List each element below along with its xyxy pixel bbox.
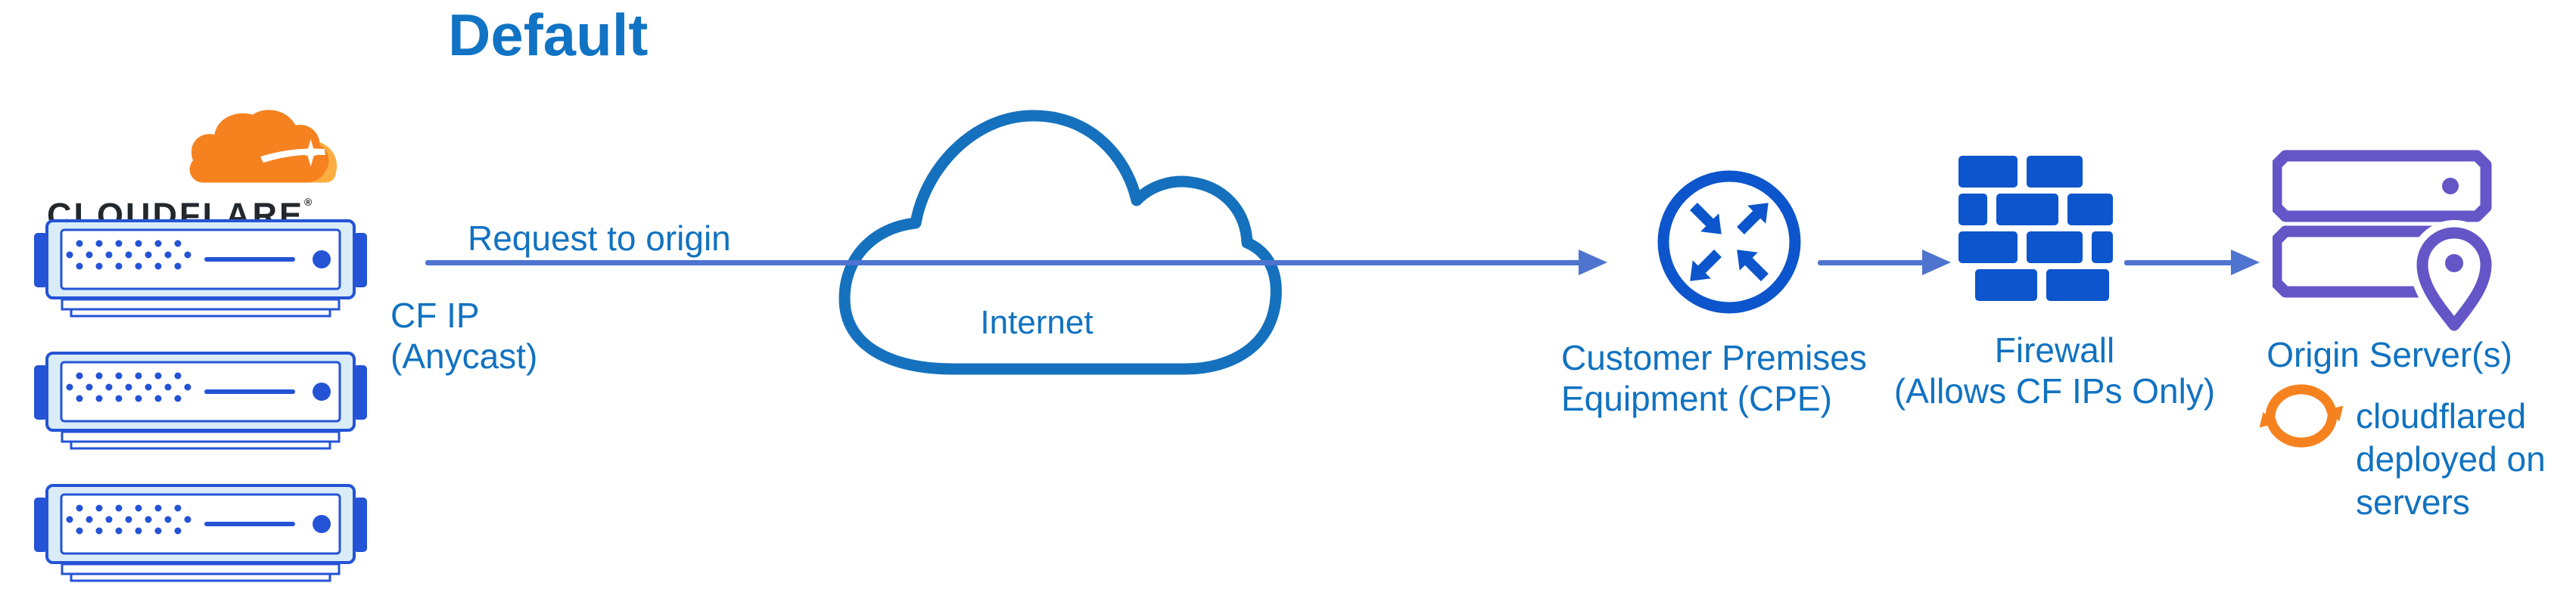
flow-line-firewall-to-origin (2124, 260, 2235, 265)
cf-ip-anycast-label: CF IP (Anycast) (390, 295, 537, 377)
cloudflare-logo-icon (189, 110, 338, 183)
firewall-label: Firewall (Allows CF IPs Only) (1884, 330, 2225, 411)
internet-label: Internet (980, 304, 1094, 341)
cpe-label-line2: Equipment (CPE) (1561, 379, 1832, 418)
flow-arrowhead-origin (2231, 250, 2260, 275)
server-rack-icon (34, 219, 367, 318)
cpe-router-icon (1657, 170, 1801, 314)
cloudflared-label-line3: servers (2356, 482, 2470, 522)
flow-arrowhead-cpe (1579, 250, 1607, 275)
request-to-origin-label: Request to origin (468, 219, 731, 258)
cloudflared-label: cloudflared deployed on servers (2356, 395, 2546, 524)
cloudflared-sync-icon (2259, 384, 2344, 448)
internet-cloud-icon (838, 110, 1282, 375)
server-rack-icon (34, 484, 367, 582)
origin-servers-icon (2273, 150, 2492, 334)
diagram-title: Default (448, 2, 649, 68)
flow-line-cpe-to-firewall (1818, 260, 1925, 265)
cf-ip-label-line1: CF IP (390, 296, 480, 335)
registered-mark: ® (303, 196, 313, 208)
flow-arrowhead-firewall (1922, 250, 1951, 275)
cloudflared-label-line2: deployed on (2356, 439, 2546, 479)
flow-line-cf-to-cpe (425, 260, 1582, 265)
origin-label: Origin Server(s) (2266, 335, 2512, 374)
server-rack-icon (34, 352, 367, 450)
firewall-label-line2: (Allows CF IPs Only) (1893, 371, 2216, 411)
firewall-label-line1: Firewall (1994, 330, 2115, 370)
cpe-label: Customer Premises Equipment (CPE) (1561, 337, 1867, 419)
cloudflared-label-line1: cloudflared (2356, 396, 2527, 436)
firewall-brick-icon (1958, 156, 2113, 301)
cpe-label-line1: Customer Premises (1561, 338, 1867, 377)
cf-ip-label-line2: (Anycast) (390, 336, 538, 376)
